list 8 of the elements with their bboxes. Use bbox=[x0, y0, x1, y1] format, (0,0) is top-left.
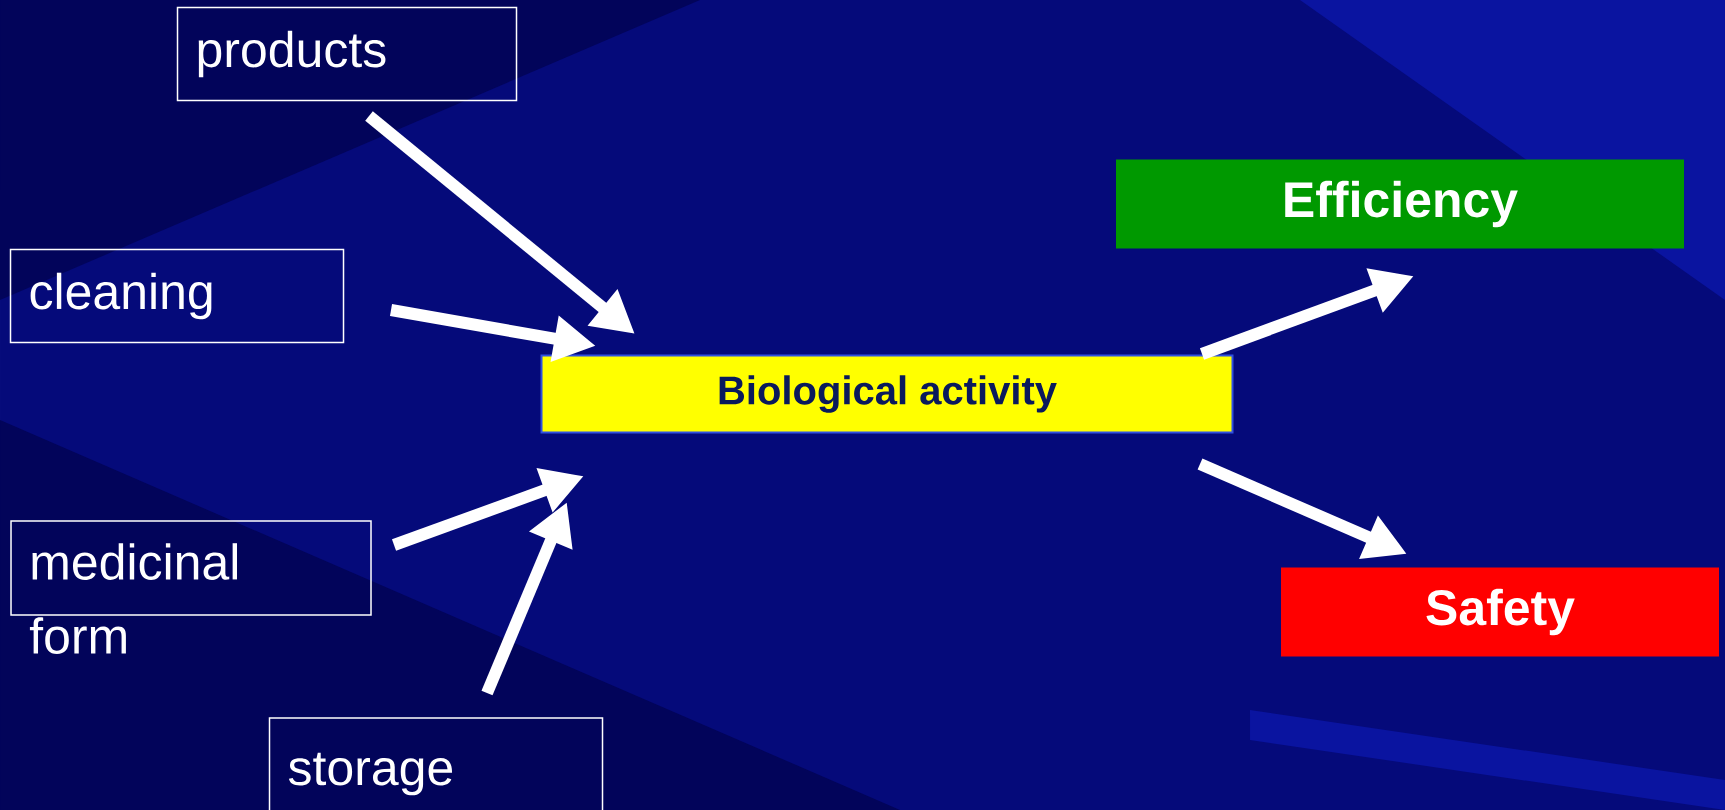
node-label: form bbox=[29, 617, 126, 654]
outcome-box: Efficiency bbox=[1116, 159, 1684, 249]
activity-box: Biological activity bbox=[540, 354, 1234, 434]
outcome-box: Safety bbox=[1281, 567, 1719, 657]
label-box: medicinal form bbox=[10, 520, 372, 654]
label-box: cleaning bbox=[9, 248, 345, 344]
label-box: products bbox=[176, 6, 518, 102]
label-box: storage bbox=[268, 717, 604, 810]
